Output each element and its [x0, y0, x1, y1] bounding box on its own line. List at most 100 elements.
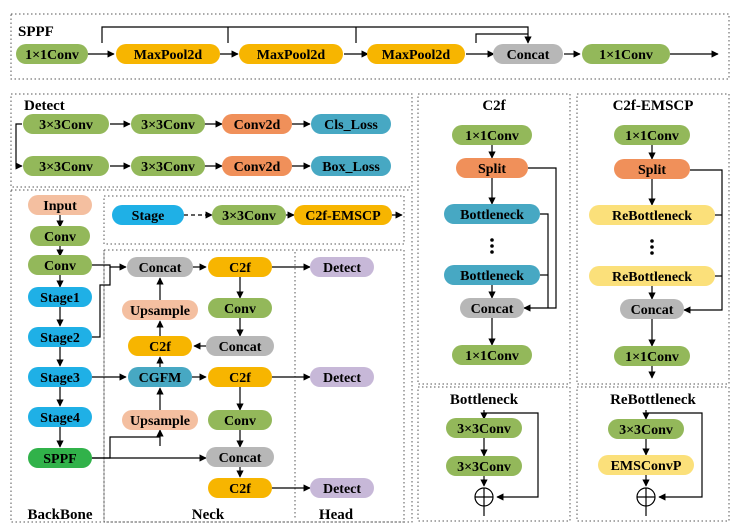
- c2f-title: C2f: [482, 98, 506, 114]
- node-box: [310, 478, 374, 498]
- node-det-b4: Box_Loss: [311, 156, 391, 176]
- node-box: [310, 367, 374, 387]
- node-box: [452, 125, 532, 145]
- ellipsis-dot: [650, 245, 654, 249]
- node-nk-c2f-top: C2f: [208, 257, 272, 277]
- node-label: Upsample: [130, 304, 190, 319]
- sppf-section-border: [10, 13, 730, 80]
- edge: [92, 436, 160, 459]
- node-box: [614, 125, 690, 145]
- node-label: ReBottleneck: [612, 209, 692, 224]
- node-det-a3: Conv2d: [222, 114, 292, 134]
- node-nk-conv2: Conv: [208, 410, 272, 430]
- rebottleneck-add-icon: [636, 487, 656, 507]
- node-box: [614, 159, 690, 179]
- node-label: Detect: [323, 371, 361, 386]
- edge: [475, 33, 528, 43]
- node-box: [493, 44, 563, 64]
- node-box: [206, 447, 274, 467]
- node-hd-det1: Detect: [310, 257, 374, 277]
- node-label: 1×1Conv: [599, 48, 653, 63]
- edge: [523, 167, 557, 312]
- node-label: Bottleneck: [460, 269, 524, 284]
- node-bb-stage2: Stage2: [28, 327, 92, 347]
- node-label: EMSConvP: [611, 459, 682, 474]
- node-det-b1: 3×3Conv: [23, 156, 109, 176]
- node-box: [446, 418, 522, 438]
- node-box: [222, 156, 292, 176]
- node-label: CGFM: [139, 371, 182, 386]
- node-box: [456, 158, 528, 178]
- node-bb-stage1: Stage1: [28, 287, 92, 307]
- node-bb-conv1: Conv: [30, 226, 90, 246]
- node-label: Detect: [323, 482, 361, 497]
- node-c2f-conv1: 1×1Conv: [452, 125, 532, 145]
- node-box: [208, 257, 272, 277]
- node-label: C2f-EMSCP: [305, 209, 381, 224]
- node-label: Conv: [224, 302, 256, 317]
- left-section-border: [10, 189, 413, 523]
- node-label: Split: [478, 162, 506, 177]
- node-box: [112, 205, 184, 225]
- node-label: Conv: [44, 230, 76, 245]
- node-box: [28, 407, 92, 427]
- node-box: [452, 345, 532, 365]
- node-box: [311, 156, 391, 176]
- node-box: [212, 205, 286, 225]
- node-box: [28, 287, 92, 307]
- node-bn-conv2: 3×3Conv: [446, 456, 522, 476]
- node-det-a4: Cls_Loss: [311, 114, 391, 134]
- node-stage-def: Stage: [112, 205, 184, 225]
- ellipsis-dot: [490, 238, 494, 242]
- node-label: 3×3Conv: [457, 422, 511, 437]
- bottleneck-title: Bottleneck: [450, 392, 519, 408]
- section-borders: [10, 13, 730, 523]
- node-em-rbn2: ReBottleneck: [589, 266, 715, 286]
- edge: [15, 123, 23, 170]
- node-em-conv1: 1×1Conv: [614, 125, 690, 145]
- node-box: [128, 367, 192, 387]
- node-label: 3×3Conv: [39, 118, 93, 133]
- node-em-concat: Concat: [620, 299, 684, 319]
- node-nk-concat2: Concat: [206, 336, 274, 356]
- node-label: 1×1Conv: [465, 129, 519, 144]
- node-box: [23, 156, 109, 176]
- edge: [484, 412, 539, 501]
- node-label: 3×3Conv: [619, 423, 673, 438]
- node-label: Conv: [44, 259, 76, 274]
- node-bb-stage3: Stage3: [28, 367, 92, 387]
- node-nk-c2f3: C2f: [208, 478, 272, 498]
- node-box: [208, 367, 272, 387]
- node-label: Conv2d: [234, 160, 281, 175]
- node-box: [28, 327, 92, 347]
- node-box: [28, 448, 92, 468]
- node-rb-conv: 3×3Conv: [608, 419, 684, 439]
- node-label: 3×3Conv: [39, 160, 93, 175]
- node-label: Concat: [631, 303, 674, 318]
- node-label: Concat: [471, 302, 514, 317]
- node-box: [310, 257, 374, 277]
- stage-def-border: [103, 195, 405, 245]
- node-bn-conv1: 3×3Conv: [446, 418, 522, 438]
- add-symbols: [474, 487, 656, 507]
- node-nk-cgfm: CGFM: [128, 367, 192, 387]
- node-box: [28, 255, 92, 275]
- detect-title: Detect: [24, 98, 65, 114]
- node-box: [28, 367, 92, 387]
- edge: [92, 263, 127, 271]
- node-det-a1: 3×3Conv: [23, 114, 109, 134]
- node-label: Concat: [139, 261, 182, 276]
- node-box: [598, 455, 694, 475]
- c2f-section-border: [417, 93, 571, 385]
- node-nk-ups1: Upsample: [122, 300, 198, 320]
- node-label: Bottleneck: [460, 208, 524, 223]
- node-sppf-mp3: MaxPool2d: [367, 44, 465, 64]
- node-label: C2f: [229, 261, 251, 276]
- node-box: [222, 114, 292, 134]
- node-label: 1×1Conv: [465, 349, 519, 364]
- head-title: Head: [319, 507, 354, 523]
- node-nk-ups2: Upsample: [122, 410, 198, 430]
- node-em-split: Split: [614, 159, 690, 179]
- node-hd-det2: Detect: [310, 367, 374, 387]
- node-bb-stage4: Stage4: [28, 407, 92, 427]
